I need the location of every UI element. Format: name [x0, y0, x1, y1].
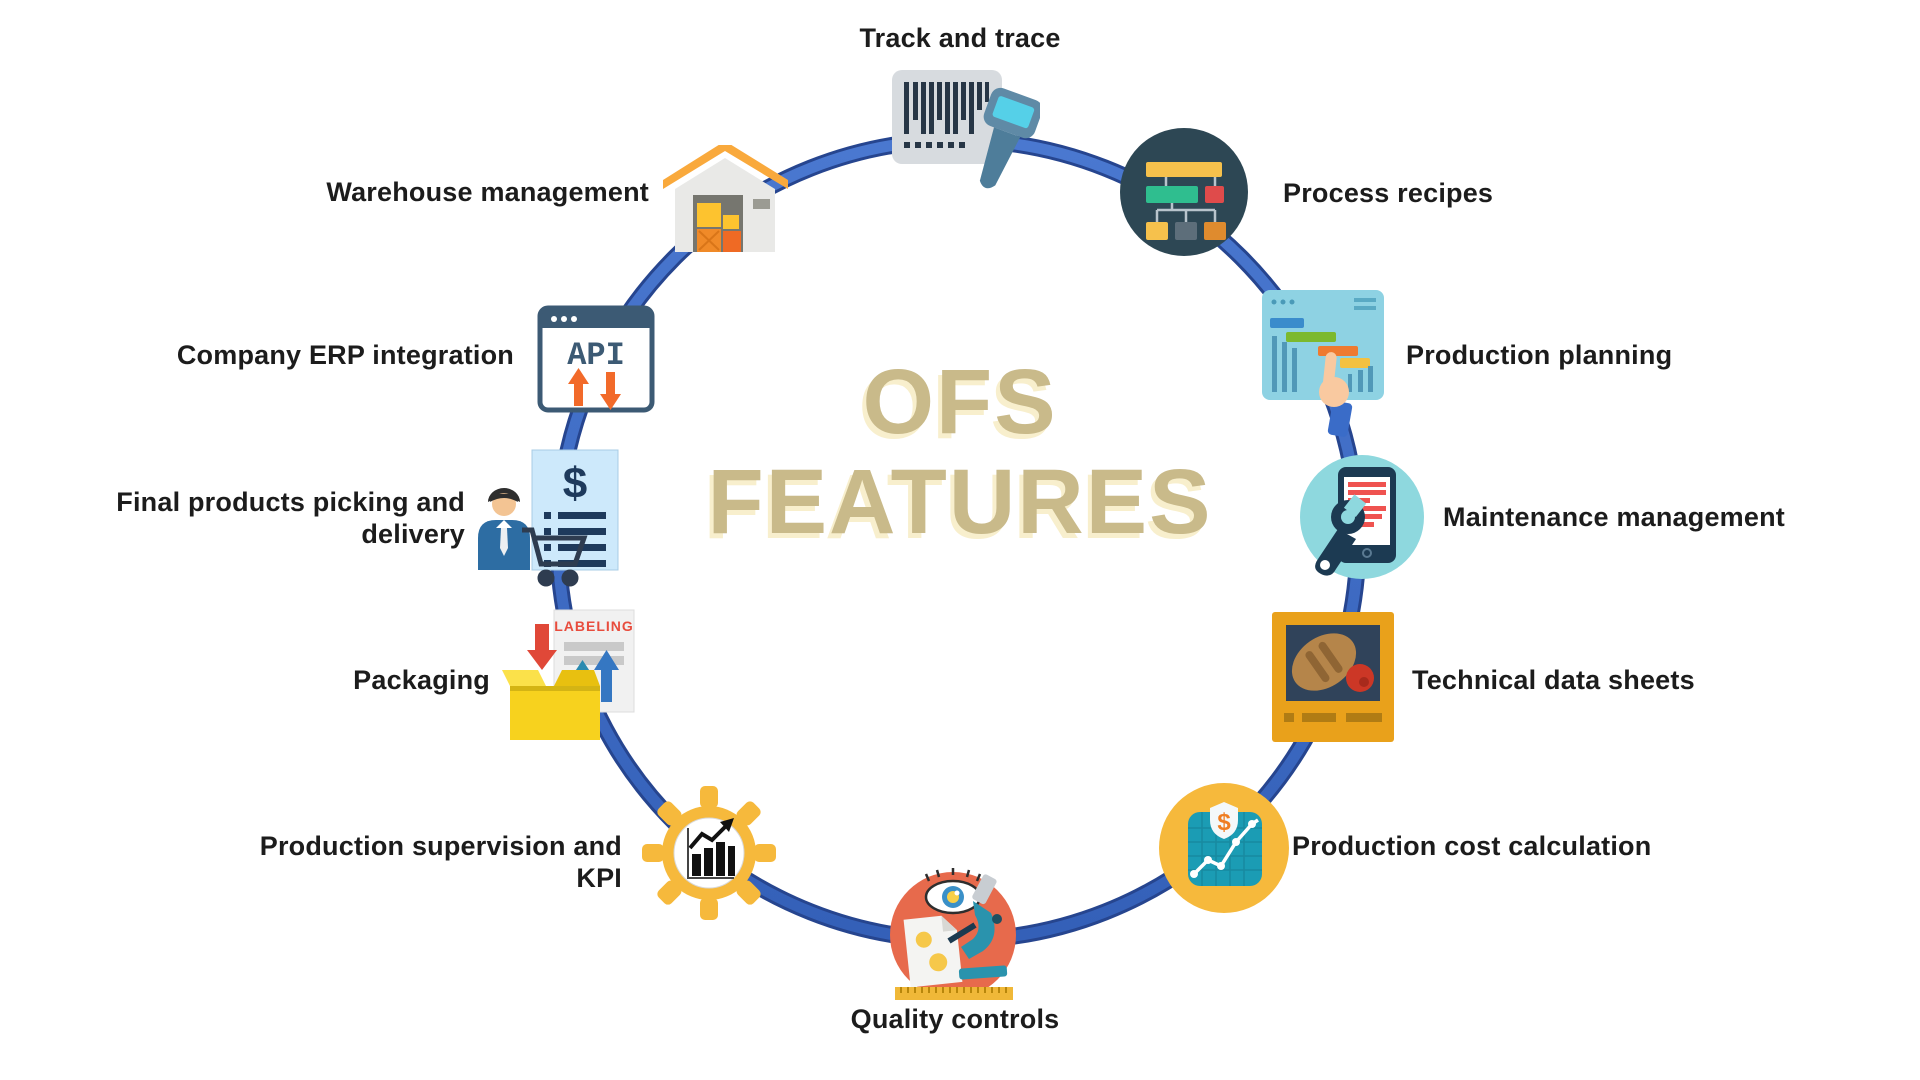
feature-label-technical-data-sheets: Technical data sheets [1412, 665, 1695, 695]
cost-chart-shield-icon: $ [1159, 783, 1289, 913]
microscope [947, 874, 1008, 980]
shield [1210, 802, 1238, 839]
feature-label-packaging: Packaging [353, 665, 490, 695]
feature-label-production-planning: Production planning [1406, 340, 1673, 370]
eye [924, 868, 982, 915]
kpi-chart [687, 818, 735, 879]
worker-figure [478, 488, 530, 570]
feature-label-process-recipes: Process recipes [1283, 178, 1494, 208]
pointing-hand [1319, 352, 1353, 437]
labeling-box-icon: LABELING [502, 609, 635, 740]
bread [1291, 633, 1357, 691]
title-line-1: OFS [862, 351, 1058, 453]
feature-label-track-and-trace: Track and trace [859, 23, 1061, 53]
diagram-title: OFS FEATURES [560, 352, 1360, 552]
wrench [1315, 494, 1367, 576]
feature-label-warehouse-management: Warehouse management [326, 177, 649, 207]
sync-arrows [568, 368, 621, 410]
down-arrow [527, 624, 557, 670]
feature-label-production-cost-calculation: Production cost calculation [1292, 831, 1652, 861]
gantt-bars [1270, 318, 1370, 368]
feature-label-quality-controls: Quality controls [850, 1004, 1060, 1034]
wrench-tablet-icon [1300, 455, 1424, 579]
shield-dollar: $ [1217, 809, 1231, 836]
api-window-icon: API [537, 305, 655, 413]
sample-document [903, 915, 963, 988]
api-label: API [567, 337, 625, 374]
ruler [895, 987, 1013, 1000]
flowchart-icon [1120, 128, 1248, 256]
scanner-handle [979, 87, 1040, 189]
warehouse-icon [663, 145, 788, 252]
feature-label-production-supervision-kpi: Production supervision and KPI [259, 831, 622, 894]
feature-label-maintenance-management: Maintenance management [1443, 502, 1785, 532]
feature-label-final-products-picking-delivery: Final products picking and delivery [116, 487, 465, 550]
tomato [1346, 664, 1374, 692]
sheet-dashes [1284, 713, 1382, 722]
gantt-columns [1272, 336, 1373, 392]
open-box [502, 670, 600, 740]
gantt-chart-icon [1262, 290, 1384, 437]
feature-label-company-erp-integration: Company ERP integration [176, 340, 514, 370]
picker-invoice-cart-icon: $ [478, 449, 619, 587]
gear-kpi-chart-icon [642, 786, 776, 920]
labeling-text: LABELING [554, 618, 634, 634]
barcode-scanner-icon [892, 70, 1040, 189]
food-data-sheet-icon [1272, 612, 1394, 742]
barcode-bars [904, 82, 989, 148]
microscope-eye-icon [890, 868, 1016, 1000]
cart [522, 527, 588, 587]
warehouse-boxes [697, 203, 741, 252]
title-line-2: FEATURES [707, 451, 1213, 553]
invoice-dollar: $ [563, 459, 587, 508]
chart-dots [1190, 820, 1256, 878]
